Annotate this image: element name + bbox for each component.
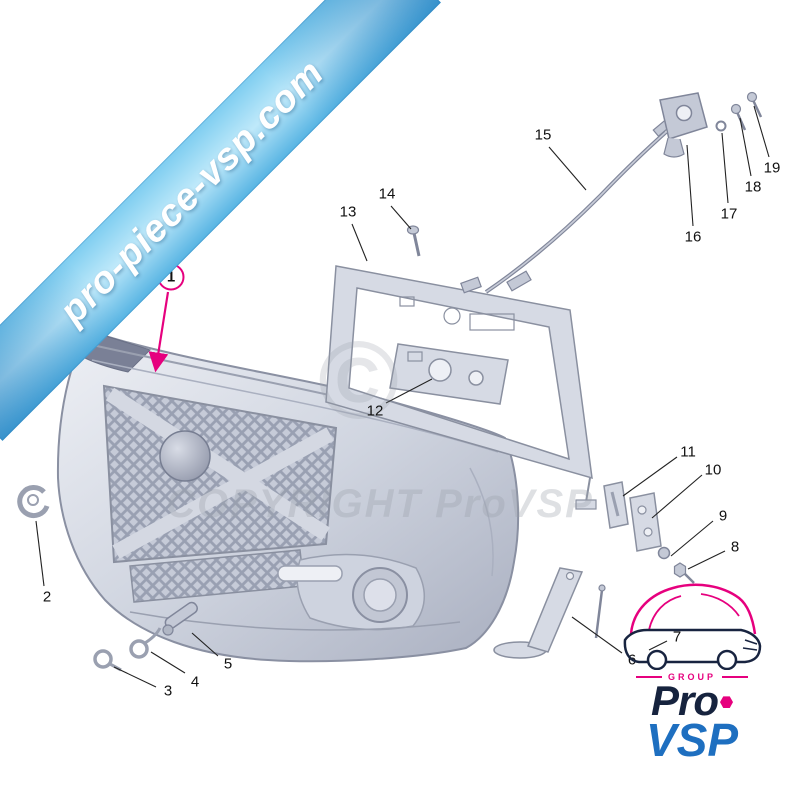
drl-strip xyxy=(277,565,343,582)
clamp-3 xyxy=(93,649,122,672)
hook-4 xyxy=(129,627,162,659)
leader-line-6 xyxy=(571,616,623,654)
grommet-2 xyxy=(17,485,50,518)
leader-line-1 xyxy=(148,291,170,373)
bumper-mounting-frame xyxy=(325,265,597,510)
release-cable xyxy=(460,118,672,294)
screw-14 xyxy=(406,225,421,257)
leader-line-15 xyxy=(548,146,587,191)
leader-line-14 xyxy=(390,205,412,230)
leader-line-11 xyxy=(622,456,678,497)
logo-vsp-text: VSP xyxy=(645,713,739,766)
hexagon-nut-icon xyxy=(720,696,733,709)
leader-line-19 xyxy=(753,105,770,158)
mounting-plate xyxy=(389,343,509,405)
screw-18 xyxy=(730,103,747,131)
bracket-10 xyxy=(629,492,662,552)
logo-pro-text: Pro xyxy=(650,677,719,724)
brand-emblem xyxy=(159,430,211,482)
pin-7 xyxy=(594,584,606,639)
bracket-11 xyxy=(603,481,629,529)
leader-line-3 xyxy=(113,666,157,688)
logo-line-right xyxy=(722,676,748,678)
leader-line-16 xyxy=(686,144,694,227)
leader-line-12 xyxy=(385,378,433,404)
stay-bracket-6 xyxy=(493,567,584,659)
leader-line-18 xyxy=(739,117,752,177)
pin-5 xyxy=(162,601,198,636)
logo-line-left xyxy=(635,676,662,678)
provsp-logo: GROUP Pro VSP xyxy=(612,578,772,766)
car-sketch-icon xyxy=(623,583,762,670)
leader-line-5 xyxy=(191,632,219,657)
washer-9 xyxy=(657,546,671,560)
leader-line-8 xyxy=(687,550,726,570)
leader-line-13 xyxy=(351,223,368,262)
logo-group-label: GROUP xyxy=(667,672,716,682)
leader-line-10 xyxy=(651,474,703,519)
leader-line-7 xyxy=(648,640,668,651)
washer-17 xyxy=(715,120,727,132)
leader-lines xyxy=(35,105,770,688)
leader-line-9 xyxy=(670,520,714,557)
hood-lock xyxy=(659,92,708,158)
screw-19 xyxy=(746,91,763,118)
leader-line-2 xyxy=(35,520,45,587)
logo-pro-row: Pro xyxy=(612,680,772,722)
logo-group-row: GROUP xyxy=(612,672,772,682)
bolt-8 xyxy=(673,562,695,584)
leader-line-4 xyxy=(150,651,186,674)
leader-line-17 xyxy=(721,132,729,204)
